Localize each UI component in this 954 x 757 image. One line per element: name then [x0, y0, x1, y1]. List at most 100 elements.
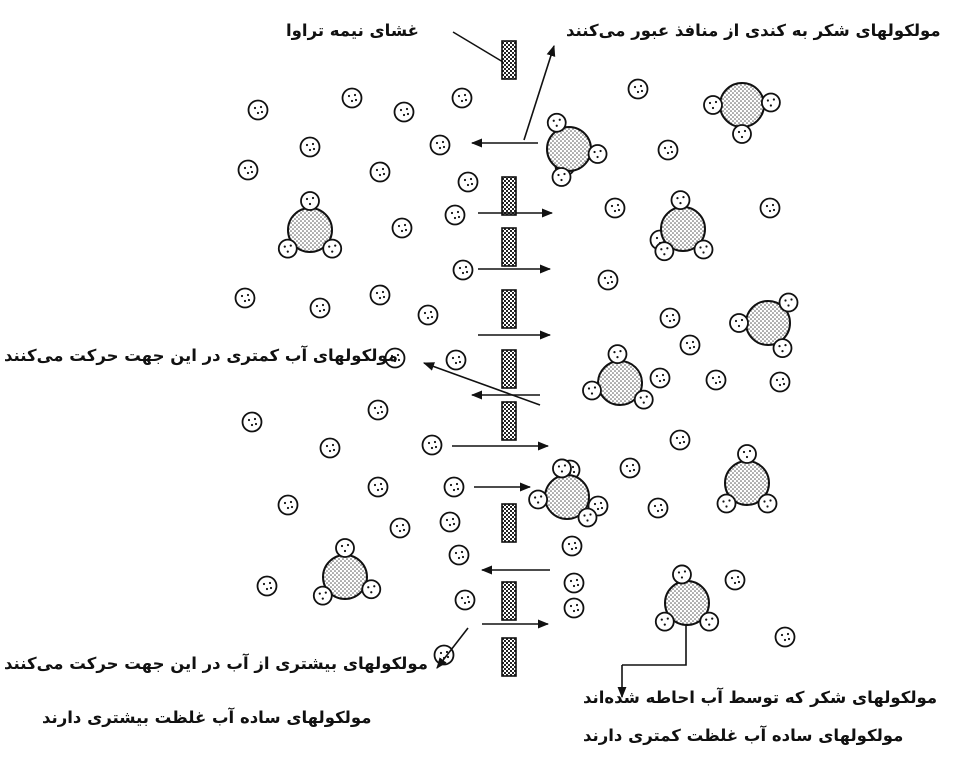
water-molecule	[445, 349, 467, 371]
bound-water-molecule	[760, 92, 781, 113]
membrane-segment	[501, 289, 517, 329]
water-molecule	[369, 284, 391, 306]
flow-arrow	[436, 627, 469, 669]
bound-water-molecule	[703, 95, 723, 115]
bound-water-molecule	[551, 167, 572, 187]
water-molecule	[627, 78, 649, 100]
bound-water-molecule	[654, 611, 675, 632]
sugar-passes-slowly-label: مولکولهای شکر به کندی از منافذ عبور می‌ک…	[566, 21, 941, 40]
membrane-segment	[501, 401, 517, 441]
bound-water-molecule	[699, 611, 720, 632]
water-molecule	[774, 626, 796, 648]
bound-water-molecule	[528, 489, 549, 510]
bound-water-molecule	[693, 239, 714, 260]
bound-water-molecule	[607, 344, 628, 365]
sugar-molecule	[654, 564, 720, 632]
water-molecule	[299, 136, 321, 158]
sugar-molecule	[546, 112, 608, 187]
water-molecule	[443, 476, 465, 498]
water-molecule	[433, 644, 455, 666]
sugar-molecule	[277, 191, 343, 259]
bound-water-molecule	[582, 380, 602, 401]
more-water-direction-label: مولکولهای بیشتری از آب در این جهت حرکت م…	[4, 654, 428, 673]
water-molecule	[604, 197, 626, 219]
bound-water-molecule	[633, 389, 654, 410]
water-molecule	[429, 134, 451, 156]
flow-arrow	[422, 362, 541, 406]
bound-water-molecule	[361, 579, 382, 600]
water-molecule	[561, 535, 583, 557]
bound-water-molecule	[322, 238, 343, 259]
bound-water-molecule	[335, 538, 355, 558]
water-molecule	[341, 87, 363, 109]
water-molecule	[439, 511, 461, 533]
water-molecule	[309, 297, 331, 319]
sugar-molecule	[729, 292, 799, 359]
water-molecule	[237, 159, 259, 181]
sugar-callout-line	[622, 625, 687, 666]
bound-water-molecule	[729, 313, 749, 333]
less-water-direction-label: مولکولهای آب کمتری در این جهت حرکت می‌کن…	[4, 346, 398, 365]
sugar-molecule	[703, 82, 781, 144]
membrane-segment	[501, 581, 517, 621]
bound-water-molecule	[312, 585, 333, 606]
water-molecule	[705, 369, 727, 391]
water-molecule	[669, 429, 691, 451]
water-molecule	[367, 476, 389, 498]
water-molecule	[444, 204, 466, 226]
water-molecule	[448, 544, 470, 566]
sugar-molecule	[528, 458, 598, 528]
water-molecule	[256, 575, 278, 597]
bound-water-molecule	[716, 493, 737, 514]
water-molecule	[769, 371, 791, 393]
water-molecule	[421, 434, 443, 456]
membrane-segment	[501, 503, 517, 543]
bound-water-molecule	[552, 458, 572, 479]
water-molecule	[241, 411, 263, 433]
water-molecule	[277, 494, 299, 516]
water-molecule	[452, 259, 474, 281]
bound-water-molecule	[737, 444, 757, 464]
water-molecule	[563, 572, 585, 594]
sugar-molecule	[716, 444, 778, 514]
water-molecule	[659, 307, 681, 329]
water-molecule	[647, 497, 669, 519]
bound-water-molecule	[772, 338, 793, 359]
simple-molecules-more-label: مولکولهای ساده آب غلظت بیشتری دارند	[42, 708, 372, 727]
membrane-label: غشای نیمه تراوا	[286, 21, 419, 40]
water-molecule	[367, 399, 389, 421]
bound-water-molecule	[587, 144, 608, 164]
bound-water-molecule	[277, 238, 298, 259]
water-molecule	[247, 99, 269, 121]
bound-water-molecule	[757, 493, 778, 514]
water-molecule	[457, 171, 479, 193]
simple-molecules-less-label: مولکولهای ساده آب غلظت کمتری دارند	[583, 726, 904, 745]
sugar-molecule	[654, 190, 714, 262]
bound-water-molecule	[577, 507, 598, 528]
sugar-molecule	[582, 344, 654, 410]
water-molecule	[319, 437, 341, 459]
bound-water-molecule	[672, 564, 692, 585]
membrane-segment	[501, 349, 517, 389]
bound-water-molecule	[778, 292, 799, 313]
water-molecule	[393, 101, 415, 123]
water-molecule	[369, 161, 391, 183]
water-molecule	[391, 217, 413, 239]
membrane-leader-line	[452, 31, 504, 63]
water-molecule	[417, 304, 439, 326]
water-molecule	[587, 495, 609, 517]
water-molecule	[724, 569, 746, 591]
water-molecule	[657, 139, 679, 161]
water-molecule	[759, 197, 781, 219]
water-molecule	[454, 589, 476, 611]
water-molecule	[679, 334, 701, 356]
water-molecule	[563, 597, 585, 619]
water-molecule	[597, 269, 619, 291]
bound-water-molecule	[670, 190, 691, 211]
water-molecule	[619, 457, 641, 479]
bound-water-molecule	[546, 112, 567, 133]
water-molecule	[389, 517, 411, 539]
membrane-segment	[501, 40, 517, 80]
water-molecule	[384, 347, 406, 369]
